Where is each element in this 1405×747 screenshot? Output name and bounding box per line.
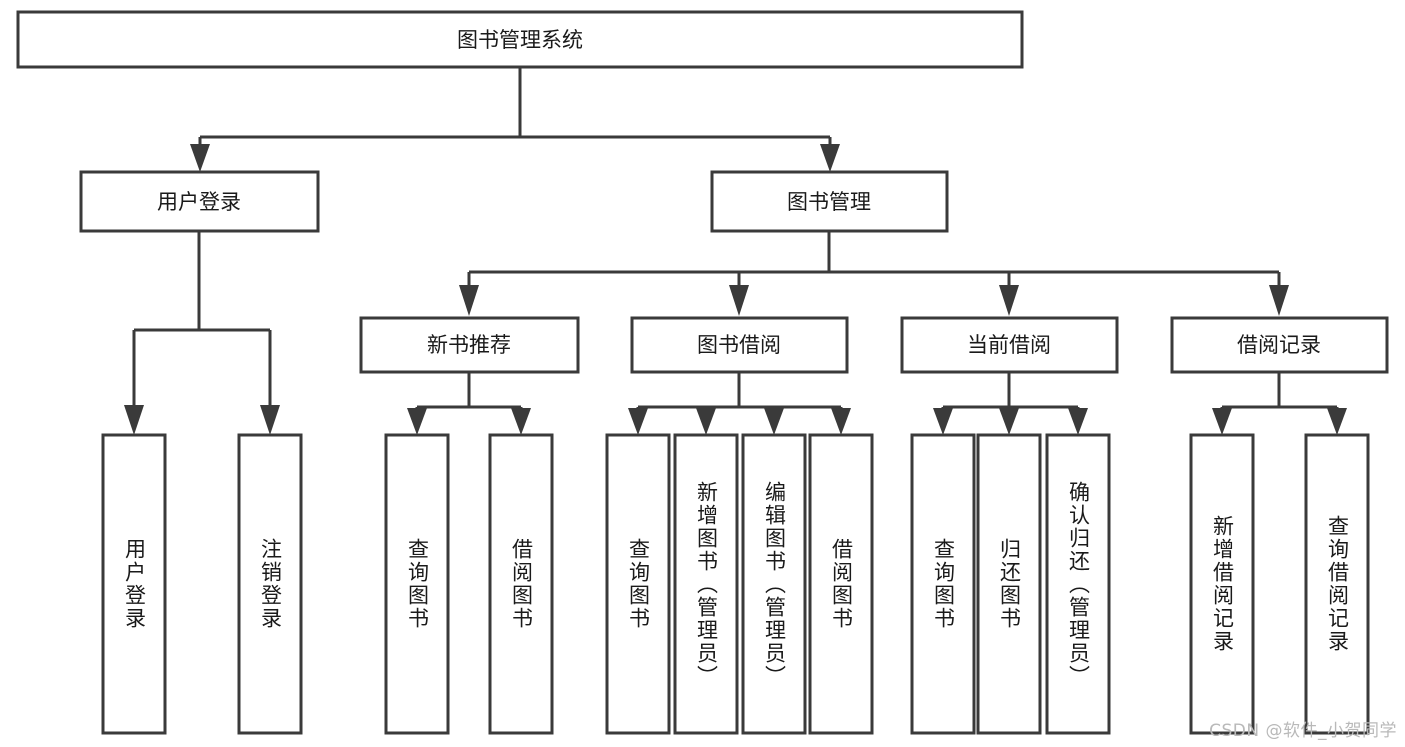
node-current-borrow[interactable]: 当前借阅 (900, 316, 1119, 374)
node-leaf-borrow-book-2-box[interactable] (808, 433, 874, 735)
connector-book-borrow-to-leaves (628, 372, 851, 435)
node-leaf-user-logout-box[interactable] (237, 433, 303, 735)
arrow-head-leaf-query-record (1327, 408, 1347, 435)
node-leaf-add-book-box[interactable] (673, 433, 739, 735)
connector-borrow-record-to-leaves (1212, 372, 1347, 435)
arrow-head-leaf-confirm-return (1068, 408, 1088, 435)
node-current-borrow-box[interactable] (900, 316, 1119, 374)
node-book-borrow-label: 图书借阅 (697, 333, 781, 357)
node-root-box[interactable] (16, 10, 1024, 69)
node-leaf-borrow-book-1-box[interactable] (488, 433, 554, 735)
arrow-head-leaf-query-book-1 (407, 408, 427, 435)
node-leaf-query-book-2-box[interactable] (605, 433, 671, 735)
node-user-login-label: 用户登录 (157, 190, 241, 214)
node-user-login[interactable]: 用户登录 (79, 170, 320, 233)
node-borrow-record[interactable]: 借阅记录 (1170, 316, 1389, 374)
arrow-head-leaf-user-logout (260, 405, 280, 435)
node-user-login-box[interactable] (79, 170, 320, 233)
node-leaf-add-record-box[interactable] (1189, 433, 1255, 735)
node-current-borrow-label: 当前借阅 (967, 333, 1051, 357)
node-book-management-label: 图书管理 (787, 190, 871, 214)
node-new-book-recommend-box[interactable] (359, 316, 580, 374)
arrow-head-leaf-user-login (124, 405, 144, 435)
arrow-head-borrow-record (1269, 285, 1289, 316)
connector-book-management-to-level3 (459, 231, 1289, 316)
node-new-book-recommend[interactable]: 新书推荐 (359, 316, 580, 374)
arrow-head-leaf-query-book-3 (933, 408, 953, 435)
arrow-head-book-borrow (729, 285, 749, 316)
node-root[interactable]: 图书管理系统 (16, 10, 1024, 69)
connector-root-to-level2 (190, 67, 840, 172)
connector-current-borrow-to-leaves (933, 372, 1088, 435)
node-leaf-return-book-box[interactable] (976, 433, 1042, 735)
arrow-head-user-login (190, 144, 210, 172)
watermark-text: CSDN @软件_小贺同学 (1209, 721, 1397, 741)
arrow-head-leaf-add-record (1212, 408, 1232, 435)
node-leaf-query-book-3-box[interactable] (910, 433, 976, 735)
node-book-borrow[interactable]: 图书借阅 (630, 316, 849, 374)
arrow-head-leaf-edit-book (764, 408, 784, 435)
arrow-head-new-book-recommend (459, 285, 479, 316)
arrow-head-leaf-borrow-book-1 (511, 408, 531, 435)
connector-user-login-to-leaves (124, 231, 280, 435)
node-leaf-query-record-box[interactable] (1304, 433, 1370, 735)
arrow-head-current-borrow (999, 285, 1019, 316)
arrow-head-leaf-query-book-2 (628, 408, 648, 435)
connector-new-book-recommend-to-leaves (407, 372, 531, 435)
node-borrow-record-label: 借阅记录 (1237, 333, 1321, 357)
node-new-book-recommend-label: 新书推荐 (427, 333, 511, 357)
arrow-head-leaf-borrow-book-2 (831, 408, 851, 435)
node-leaf-edit-book-box[interactable] (741, 433, 807, 735)
node-book-management[interactable]: 图书管理 (710, 170, 949, 233)
arrow-head-leaf-add-book (696, 408, 716, 435)
node-leaf-confirm-return-box[interactable] (1045, 433, 1111, 735)
node-leaf-user-login-box[interactable] (101, 433, 167, 735)
arrow-head-book-management (820, 144, 840, 172)
arrow-head-leaf-return-book (999, 408, 1019, 435)
node-root-label: 图书管理系统 (457, 28, 583, 52)
node-leaf-query-book-1-box[interactable] (384, 433, 450, 735)
